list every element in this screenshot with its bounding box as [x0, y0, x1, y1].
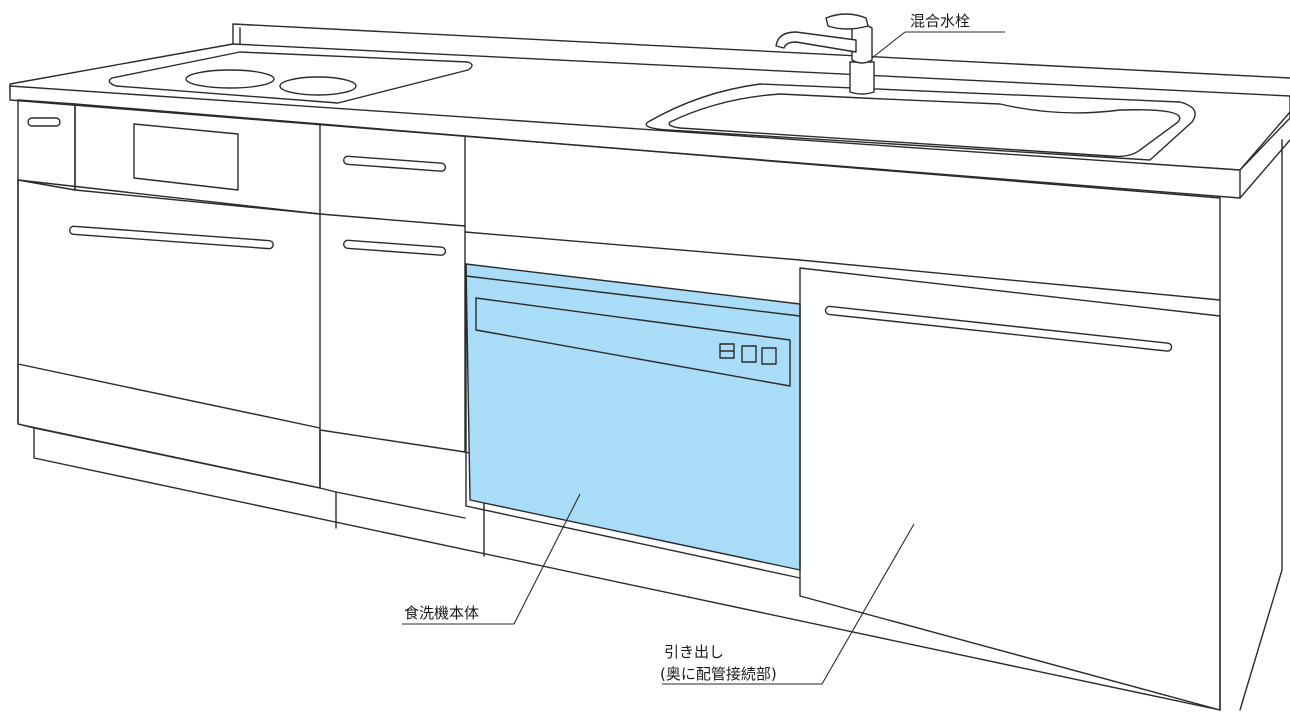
dishwasher-label: 食洗機本体 — [404, 604, 479, 622]
middle-drawer-handle-top — [342, 155, 447, 172]
faucet-base — [849, 61, 875, 95]
dishwasher-button-2 — [761, 347, 777, 365]
cooktop-grill-frame — [74, 103, 321, 215]
left-drawer-handle — [68, 225, 274, 250]
cooktop-burner-left — [185, 69, 275, 89]
dishwasher-door-edge — [465, 263, 801, 579]
middle-drawer-handle-bottom — [342, 239, 447, 256]
cabinet-left-column — [17, 99, 76, 191]
right-drawer-handle — [824, 305, 1173, 352]
middle-plinth — [319, 429, 485, 557]
middle-cabinet — [319, 123, 466, 453]
drawer-label-line2: (奥に配管接続部) — [660, 665, 777, 683]
cabinet-right-side — [1219, 139, 1283, 711]
dishwasher-control-panel — [465, 275, 801, 387]
sink-basin — [668, 93, 1181, 158]
middle-drawer-divider — [319, 213, 466, 227]
faucet-leader — [871, 31, 906, 59]
cooktop — [108, 51, 473, 104]
drawer-leader — [821, 523, 915, 685]
control-slot — [27, 117, 61, 127]
drawer-label-line1: 引き出し — [664, 643, 724, 661]
faucet-spout — [775, 31, 857, 53]
grill-window — [133, 123, 239, 191]
right-drawer-panel — [799, 267, 1221, 711]
sink-cabinet-top — [464, 135, 1221, 301]
faucet-lever — [825, 13, 869, 30]
faucet-label: 混合水栓 — [910, 12, 970, 30]
dishwasher-leader — [513, 493, 581, 625]
dishwasher-button-1 — [741, 345, 757, 363]
backsplash — [232, 23, 1290, 79]
sink-rim — [645, 83, 1196, 161]
left-plinth — [17, 363, 321, 489]
cooktop-burner-right — [279, 76, 357, 96]
left-drawer-panel — [17, 179, 321, 489]
